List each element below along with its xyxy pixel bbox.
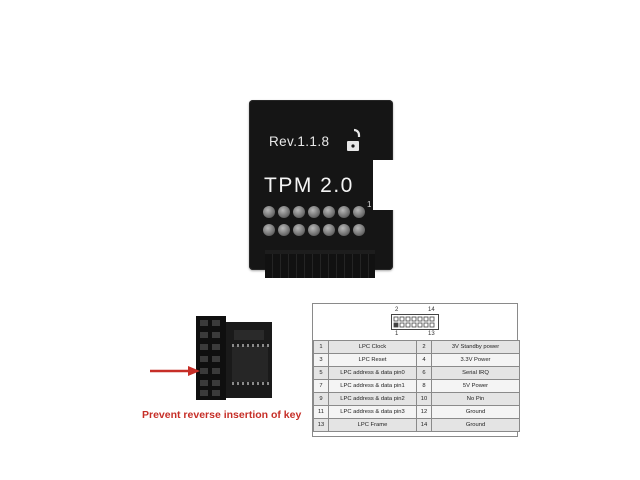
pin-number-cell: 14 bbox=[416, 418, 432, 432]
board-revision: Rev.1.1.8 bbox=[269, 134, 330, 149]
pin-number-cell: 13 bbox=[313, 418, 329, 432]
insertion-caption: Prevent reverse insertion of key bbox=[142, 409, 302, 421]
signal-name-cell: LPC address & data pin3 bbox=[328, 405, 417, 419]
solder-pad bbox=[353, 224, 365, 236]
solder-pad bbox=[263, 224, 275, 236]
solder-pad bbox=[338, 206, 350, 218]
header-pin-diagram: 2 14 1 13 bbox=[313, 304, 517, 340]
signal-name-cell: LPC Clock bbox=[328, 340, 417, 354]
diagram-label-1: 1 bbox=[395, 331, 399, 337]
solder-pad bbox=[308, 224, 320, 236]
solder-pad bbox=[323, 206, 335, 218]
signal-name-cell: Ground bbox=[431, 418, 520, 432]
solder-pad bbox=[293, 224, 305, 236]
pin-number-cell: 6 bbox=[416, 366, 432, 380]
board-notch bbox=[373, 160, 397, 210]
pin-grid-icon bbox=[391, 314, 439, 330]
solder-pad bbox=[278, 206, 290, 218]
board-title: TPM 2.0 bbox=[264, 174, 354, 197]
signal-name-cell: No Pin bbox=[431, 392, 520, 406]
lock-icon bbox=[347, 128, 361, 151]
solder-pad bbox=[293, 206, 305, 218]
diagram-label-2: 2 bbox=[395, 307, 399, 313]
pin-number-cell: 12 bbox=[416, 405, 432, 419]
signal-name-cell: 5V Power bbox=[431, 379, 520, 393]
solder-pad bbox=[308, 206, 320, 218]
signal-name-cell: Ground bbox=[431, 405, 520, 419]
pin-number-cell: 7 bbox=[313, 379, 329, 393]
pin1-marker: 1 bbox=[367, 200, 372, 209]
solder-pads bbox=[263, 206, 373, 244]
signal-name-cell: LPC address & data pin0 bbox=[328, 366, 417, 380]
pin-number-cell: 10 bbox=[416, 392, 432, 406]
pin-number-cell: 11 bbox=[313, 405, 329, 419]
solder-pad bbox=[323, 224, 335, 236]
pin-header-connector bbox=[265, 250, 375, 278]
solder-pad bbox=[338, 224, 350, 236]
signal-name-cell: LPC address & data pin2 bbox=[328, 392, 417, 406]
pin-number-cell: 1 bbox=[313, 340, 329, 354]
module-side-photo bbox=[196, 316, 272, 400]
solder-pad bbox=[263, 206, 275, 218]
pin-number-cell: 8 bbox=[416, 379, 432, 393]
signal-name-cell: LPC address & data pin1 bbox=[328, 379, 417, 393]
signal-name-cell: LPC Frame bbox=[328, 418, 417, 432]
diagram-label-13: 13 bbox=[428, 331, 435, 337]
pin-number-cell: 4 bbox=[416, 353, 432, 367]
diagram-label-14: 14 bbox=[428, 307, 435, 313]
tpm-board-photo: Rev.1.1.8 TPM 2.0 1 bbox=[249, 100, 397, 270]
solder-pad bbox=[353, 206, 365, 218]
pin-number-cell: 2 bbox=[416, 340, 432, 354]
pin-number-cell: 3 bbox=[313, 353, 329, 367]
pin-number-cell: 5 bbox=[313, 366, 329, 380]
signal-name-cell: Serial IRQ bbox=[431, 366, 520, 380]
signal-name-cell: LPC Reset bbox=[328, 353, 417, 367]
pin-number-cell: 9 bbox=[313, 392, 329, 406]
signal-name-cell: 3V Standby power bbox=[431, 340, 520, 354]
red-arrow-icon bbox=[150, 366, 200, 376]
solder-pad bbox=[278, 224, 290, 236]
signal-name-cell: 3.3V Power bbox=[431, 353, 520, 367]
